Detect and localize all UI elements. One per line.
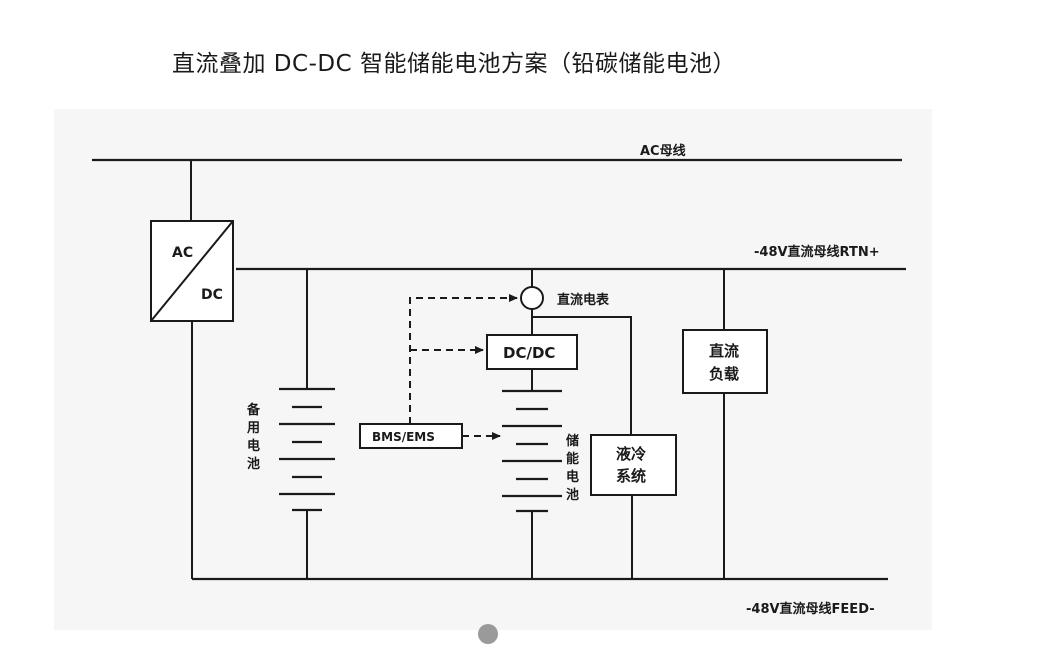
storage-label-4: 池: [566, 487, 579, 503]
dc-load-label-1: 直流: [709, 342, 739, 360]
backup-label-2: 用: [246, 421, 260, 436]
power-diagram: AC母线 -48V直流母线RTN+ -48V直流母线FEED- AC DC 备 …: [92, 143, 906, 617]
dcdc-label: DC/DC: [503, 344, 555, 362]
rtn-bus-label: -48V直流母线RTN+: [754, 244, 880, 260]
storage-label-3: 电: [566, 469, 579, 485]
cooling-label-2: 系统: [616, 467, 646, 485]
storage-label-2: 能: [566, 451, 579, 467]
acdc-diagonal: [150, 220, 234, 322]
backup-label-3: 电: [247, 438, 260, 454]
bms-ems-label: BMS/EMS: [372, 430, 435, 444]
scroll-indicator[interactable]: [478, 624, 498, 644]
acdc-ac-label: AC: [172, 245, 193, 261]
cooling-label-1: 液冷: [616, 445, 646, 463]
cooling-box: [590, 434, 677, 496]
cooling-supply-wire: [532, 316, 632, 435]
dc-load-label-2: 负载: [709, 365, 739, 383]
dc-meter-label: 直流电表: [557, 292, 610, 308]
dc-load-box: [682, 329, 768, 394]
ac-bus-label: AC母线: [640, 143, 686, 159]
storage-battery: [502, 389, 562, 513]
backup-label-1: 备: [246, 402, 261, 418]
backup-label-4: 池: [247, 456, 260, 472]
acdc-dc-label: DC: [201, 287, 223, 303]
bms-to-meter-dashed: [409, 294, 518, 424]
storage-label-1: 储: [565, 433, 579, 449]
page-title: 直流叠加 DC-DC 智能储能电池方案（铅碳储能电池）: [172, 51, 736, 77]
backup-battery: [279, 387, 335, 512]
dc-meter: [520, 286, 544, 310]
feed-bus-label: -48V直流母线FEED-: [746, 601, 875, 617]
